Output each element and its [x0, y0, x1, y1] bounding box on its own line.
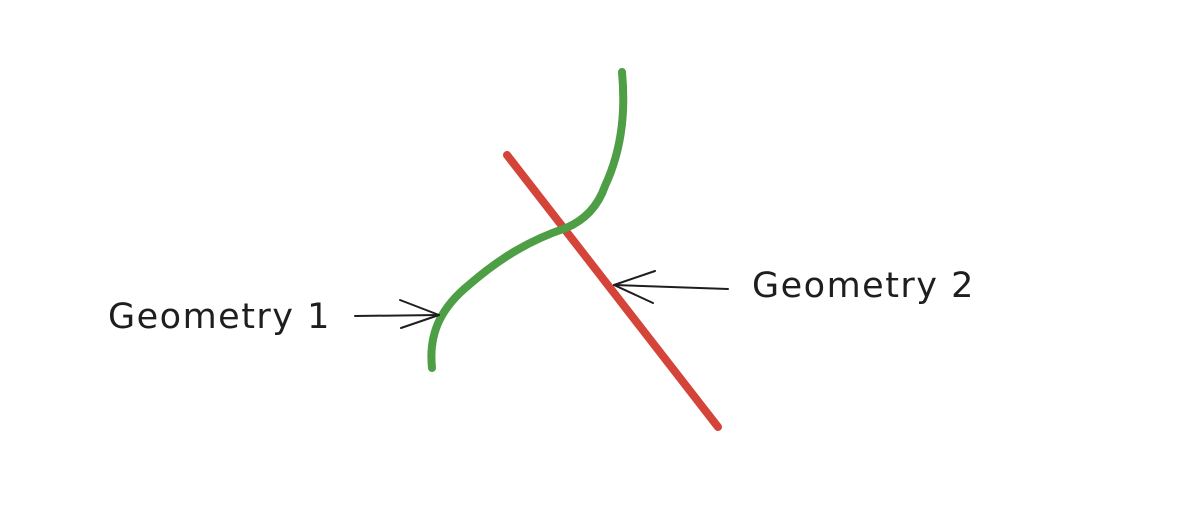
arrow-2-shaft [613, 284, 729, 290]
geometry-2-line [503, 151, 722, 431]
arrow-1-head [399, 299, 440, 329]
arrow-2-head [613, 270, 656, 304]
arrow-to-geometry-1 [354, 299, 440, 329]
arrow-1-shaft [354, 314, 440, 317]
geometry-2-label: Geometry 2 [752, 266, 975, 306]
geometry-1-curve [427, 68, 628, 372]
arrow-to-geometry-2 [613, 270, 729, 304]
geometry-1-label: Geometry 1 [108, 297, 331, 337]
